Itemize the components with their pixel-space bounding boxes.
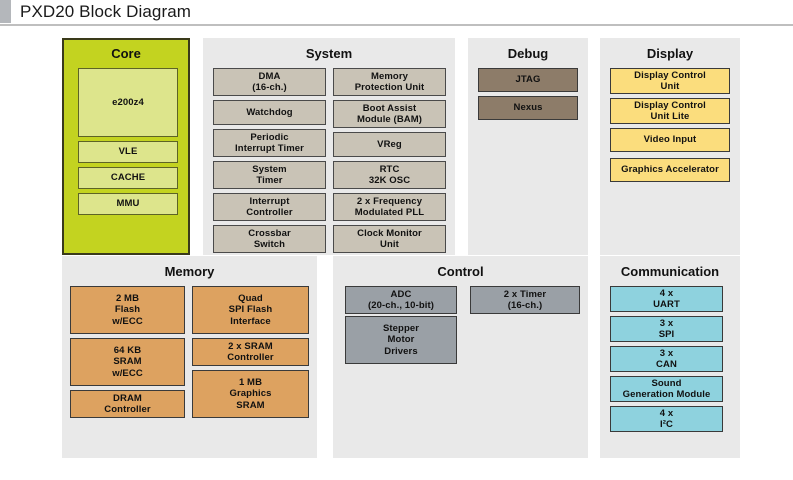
block-vreg[interactable]: VReg	[333, 132, 446, 157]
block-display-control-unit-lite[interactable]: Display Control Unit Lite	[610, 98, 730, 124]
block-display-control-unit[interactable]: Display Control Unit	[610, 68, 730, 94]
block-nexus[interactable]: Nexus	[478, 96, 578, 120]
section-control-title: Control	[437, 264, 484, 279]
block-sram-64kb[interactable]: 64 KB SRAM w/ECC	[70, 338, 185, 386]
block-jtag[interactable]: JTAG	[478, 68, 578, 92]
title-accent-bar	[0, 0, 11, 23]
section-debug-title: Debug	[507, 46, 549, 61]
page-title: PXD20 Block Diagram	[20, 2, 192, 21]
block-boot-assist-module[interactable]: Boot Assist Module (BAM)	[333, 100, 446, 128]
block-crossbar-switch[interactable]: Crossbar Switch	[213, 225, 326, 253]
block-cache[interactable]: CACHE	[78, 167, 178, 189]
block-system-timer[interactable]: System Timer	[213, 161, 326, 189]
block-stepper-motor-drivers[interactable]: Stepper Motor Drivers	[345, 316, 457, 364]
block-periodic-interrupt-timer[interactable]: Periodic Interrupt Timer	[213, 129, 326, 157]
block-can[interactable]: 3 x CAN	[610, 346, 723, 372]
section-display-title: Display	[646, 46, 694, 61]
block-clock-monitor-unit[interactable]: Clock Monitor Unit	[333, 225, 446, 253]
block-interrupt-controller[interactable]: Interrupt Controller	[213, 193, 326, 221]
section-communication: Communication 4 x UART 3 x SPI 3 x CAN S…	[600, 256, 740, 458]
block-diagram-canvas: Core e200z4 VLE CACHE MMU System DMA (16…	[0, 26, 793, 480]
block-frequency-modulated-pll[interactable]: 2 x Frequency Modulated PLL	[333, 193, 446, 221]
block-mmu[interactable]: MMU	[78, 193, 178, 215]
section-system: System DMA (16-ch.) Watchdog Periodic In…	[203, 38, 455, 255]
section-memory-title: Memory	[164, 264, 215, 279]
block-adc[interactable]: ADC (20-ch., 10-bit)	[345, 286, 457, 314]
block-sram-controller[interactable]: 2 x SRAM Controller	[192, 338, 309, 366]
block-graphics-accelerator[interactable]: Graphics Accelerator	[610, 158, 730, 182]
section-debug: Debug JTAG Nexus	[468, 38, 588, 255]
block-dram-controller[interactable]: DRAM Controller	[70, 390, 185, 418]
block-video-input[interactable]: Video Input	[610, 128, 730, 152]
block-timer[interactable]: 2 x Timer (16-ch.)	[470, 286, 580, 314]
block-e200z4[interactable]: e200z4	[78, 68, 178, 137]
section-communication-title: Communication	[620, 264, 720, 279]
section-system-title: System	[305, 46, 353, 61]
block-watchdog[interactable]: Watchdog	[213, 100, 326, 125]
block-graphics-sram-1mb[interactable]: 1 MB Graphics SRAM	[192, 370, 309, 418]
section-display: Display Display Control Unit Display Con…	[600, 38, 740, 255]
block-vle[interactable]: VLE	[78, 141, 178, 163]
section-core: Core e200z4 VLE CACHE MMU	[62, 38, 190, 255]
section-control: Control ADC (20-ch., 10-bit) Stepper Mot…	[333, 256, 588, 458]
block-memory-protection-unit[interactable]: Memory Protection Unit	[333, 68, 446, 96]
block-quad-spi-flash-interface[interactable]: Quad SPI Flash Interface	[192, 286, 309, 334]
block-i2c[interactable]: 4 x I²C	[610, 406, 723, 432]
block-rtc-osc[interactable]: RTC 32K OSC	[333, 161, 446, 189]
title-bar: PXD20 Block Diagram	[0, 0, 793, 26]
block-flash-2mb[interactable]: 2 MB Flash w/ECC	[70, 286, 185, 334]
block-dma[interactable]: DMA (16-ch.)	[213, 68, 326, 96]
block-uart[interactable]: 4 x UART	[610, 286, 723, 312]
block-spi[interactable]: 3 x SPI	[610, 316, 723, 342]
section-memory: Memory 2 MB Flash w/ECC 64 KB SRAM w/ECC…	[62, 256, 317, 458]
section-core-title: Core	[111, 46, 141, 61]
block-sound-generation-module[interactable]: Sound Generation Module	[610, 376, 723, 402]
